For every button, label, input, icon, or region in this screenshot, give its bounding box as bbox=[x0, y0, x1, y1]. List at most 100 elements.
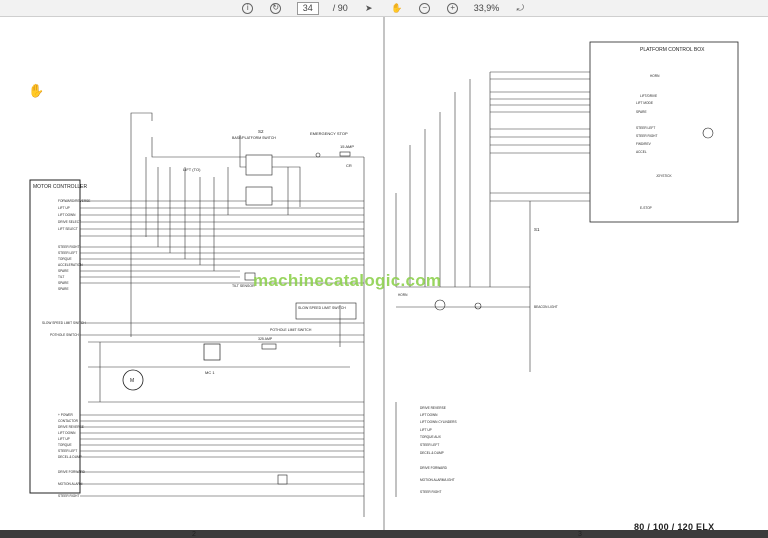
svg-text:POTHOLE SWITCH: POTHOLE SWITCH bbox=[50, 333, 79, 337]
svg-text:SPARE: SPARE bbox=[58, 287, 69, 291]
horn-label: HORN bbox=[398, 293, 408, 297]
emergency-stop-label: EMERGENCY STOP bbox=[310, 131, 348, 136]
svg-text:+ POWER: + POWER bbox=[58, 413, 73, 417]
svg-text:DRIVE FORWARD: DRIVE FORWARD bbox=[420, 466, 448, 470]
svg-text:LIFT DOWN CYLINDERS: LIFT DOWN CYLINDERS bbox=[420, 420, 457, 424]
drive-motor-symbol bbox=[122, 369, 144, 391]
platform-bus-lines bbox=[395, 71, 590, 372]
svg-text:LIFT SELECT: LIFT SELECT bbox=[58, 227, 78, 231]
motion-alarm-symbol bbox=[277, 474, 288, 485]
svg-text:LIFT DOWN: LIFT DOWN bbox=[58, 431, 76, 435]
motor-controller-box bbox=[29, 179, 81, 494]
zoom-in-icon[interactable]: + bbox=[446, 1, 460, 15]
pdf-toolbar: i ↻ 34 / 90 ➤ ✋ − + 33,9% ⤾ bbox=[0, 0, 768, 17]
svg-text:CONTACTOR: CONTACTOR bbox=[58, 419, 79, 423]
s1-label: S1 bbox=[534, 227, 540, 232]
vertical-wires bbox=[99, 112, 365, 517]
svg-text:SLOW SPEED LIMIT SWITCH: SLOW SPEED LIMIT SWITCH bbox=[42, 321, 86, 325]
mc1-label: MC 1 bbox=[205, 370, 215, 375]
page-number-input[interactable]: 34 bbox=[296, 1, 319, 15]
svg-text:TORQUE: TORQUE bbox=[58, 257, 72, 261]
page-total: / 90 bbox=[332, 3, 348, 13]
svg-text:ACCEL: ACCEL bbox=[636, 150, 647, 154]
svg-text:ACCELERATION: ACCELERATION bbox=[58, 263, 83, 267]
mc1-contactor bbox=[203, 343, 221, 361]
slow-speed-switch-box bbox=[295, 302, 357, 320]
svg-text:STEER RIGHT: STEER RIGHT bbox=[420, 490, 441, 494]
motor-controller-label: MOTOR CONTROLLER bbox=[33, 184, 87, 190]
controller-output-labels: + POWER CONTACTOR DRIVE REVERSE LIFT DOW… bbox=[58, 413, 86, 498]
svg-text:STEER RIGHT: STEER RIGHT bbox=[58, 494, 79, 498]
svg-text:SPARE: SPARE bbox=[58, 269, 69, 273]
hand-tool-icon[interactable]: ✋ bbox=[391, 2, 403, 13]
right-page-number: 3 bbox=[578, 531, 582, 538]
svg-text:DECEL & DUMP: DECEL & DUMP bbox=[58, 455, 82, 459]
pointer-icon[interactable]: ➤ bbox=[364, 2, 373, 13]
svg-text:SPARE: SPARE bbox=[636, 110, 647, 114]
svg-text:TORQUE AUX: TORQUE AUX bbox=[420, 435, 442, 439]
svg-text:MOTION ALARM: MOTION ALARM bbox=[58, 482, 83, 486]
svg-text:MOTION ALARM/LIGHT: MOTION ALARM/LIGHT bbox=[420, 478, 455, 482]
watermark-text: machinecatalogic.com bbox=[253, 271, 442, 290]
svg-text:LIFT/DRIVE: LIFT/DRIVE bbox=[640, 94, 657, 98]
estop-contact bbox=[315, 152, 321, 158]
svg-text:DECEL & DUMP: DECEL & DUMP bbox=[420, 451, 444, 455]
svg-text:LIFT UP: LIFT UP bbox=[58, 206, 70, 210]
amp-15-label: 15 AMP bbox=[340, 144, 354, 149]
svg-text:STEER RIGHT: STEER RIGHT bbox=[636, 134, 657, 138]
svg-text:STEER LEFT: STEER LEFT bbox=[58, 449, 77, 453]
svg-text:FORWARD/REVERSE: FORWARD/REVERSE bbox=[58, 199, 90, 203]
svg-text:DRIVE REVERSE: DRIVE REVERSE bbox=[420, 406, 446, 410]
svg-text:STEER RIGHT: STEER RIGHT bbox=[58, 245, 79, 249]
switch-s2-top bbox=[245, 154, 273, 176]
svg-text:LIFT DOWN: LIFT DOWN bbox=[420, 413, 438, 417]
svg-text:DRIVE SELECT: DRIVE SELECT bbox=[58, 220, 81, 224]
svg-text:E-STOP: E-STOP bbox=[640, 206, 652, 210]
svg-text:STEER LEFT: STEER LEFT bbox=[58, 251, 77, 255]
tilt-sensor-symbol bbox=[244, 272, 256, 281]
model-label: 80 / 100 / 120 ELX bbox=[634, 522, 715, 532]
svg-text:STEER LEFT: STEER LEFT bbox=[420, 443, 439, 447]
slow-speed-switch-label: SLOW SPEED LIMIT SWITCH bbox=[298, 306, 346, 310]
platform-control-box-label: PLATFORM CONTROL BOX bbox=[640, 47, 705, 53]
pothole-switch-label: POTHOLE LIMIT SWITCH bbox=[270, 328, 312, 332]
svg-text:STEER LEFT: STEER LEFT bbox=[636, 126, 655, 130]
svg-text:JOYSTICK: JOYSTICK bbox=[656, 174, 672, 178]
horn-symbol bbox=[434, 299, 446, 311]
amp-325-label: 325 AMP bbox=[258, 337, 273, 341]
svg-text:HORN: HORN bbox=[650, 74, 660, 78]
rotate-icon[interactable]: ⤾ bbox=[516, 2, 525, 13]
refresh-icon[interactable]: ↻ bbox=[269, 1, 283, 15]
fuse-15 bbox=[339, 151, 351, 157]
beacon-light-symbol bbox=[474, 302, 482, 310]
platform-control-box bbox=[589, 41, 739, 223]
zoom-out-icon[interactable]: − bbox=[418, 1, 432, 15]
svg-text:LIFT UP: LIFT UP bbox=[58, 437, 70, 441]
controller-input-labels: FORWARD/REVERSE LIFT UP LIFT DOWN DRIVE … bbox=[42, 199, 90, 337]
switch-s2-bottom bbox=[245, 186, 273, 206]
info-icon[interactable]: i bbox=[241, 1, 255, 15]
joystick-symbol bbox=[702, 127, 714, 139]
tilt-sensor-label: TILT SENSOR bbox=[232, 284, 255, 288]
cr-label: CR bbox=[346, 163, 352, 168]
svg-text:LIFT DOWN: LIFT DOWN bbox=[58, 213, 76, 217]
svg-text:DRIVE REVERSE: DRIVE REVERSE bbox=[58, 425, 84, 429]
svg-text:TILT: TILT bbox=[58, 275, 64, 279]
document-viewport: ✋ MOTOR CONTROLLER FORWARD/REVERSE LIFT … bbox=[0, 17, 768, 538]
svg-text:FWD/REV: FWD/REV bbox=[636, 142, 652, 146]
hand-cursor-icon: ✋ bbox=[28, 83, 45, 98]
beacon-light-label: BEACON LIGHT bbox=[534, 305, 558, 309]
switch-s2-label: S2 bbox=[258, 129, 264, 134]
motor-label: M bbox=[130, 378, 134, 384]
svg-text:LIFT MODE: LIFT MODE bbox=[636, 101, 653, 105]
svg-text:DRIVE FORWARD: DRIVE FORWARD bbox=[58, 470, 86, 474]
zoom-level[interactable]: 33,9% bbox=[473, 3, 500, 13]
fuse-325 bbox=[261, 343, 277, 350]
wiring-diagram: MOTOR CONTROLLER FORWARD/REVERSE LIFT UP… bbox=[29, 17, 739, 530]
right-output-labels: DRIVE REVERSE LIFT DOWN LIFT DOWN CYLIND… bbox=[420, 406, 457, 494]
switch-s2-desc: BASE/PLATFORM SWITCH bbox=[232, 136, 276, 140]
platform-box-labels: HORN LIFT/DRIVE LIFT MODE SPARE STEER LE… bbox=[636, 74, 672, 210]
svg-text:TORQUE: TORQUE bbox=[58, 443, 72, 447]
left-page-number: 2 bbox=[192, 531, 196, 538]
controller-output-lines bbox=[80, 414, 364, 497]
